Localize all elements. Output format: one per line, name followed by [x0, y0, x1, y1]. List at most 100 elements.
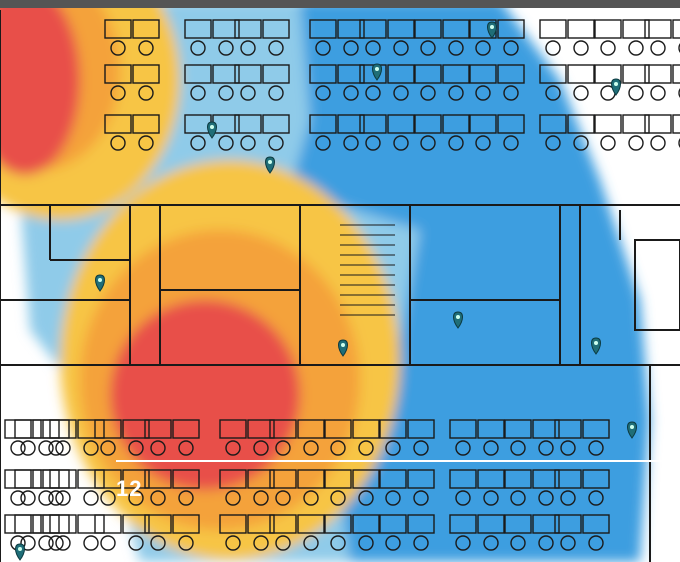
chair — [573, 85, 589, 101]
desk — [132, 19, 160, 39]
chair — [55, 535, 71, 551]
desk — [14, 514, 42, 534]
desk — [539, 19, 567, 39]
desk-cluster — [594, 64, 650, 101]
desk — [269, 469, 297, 489]
desk — [477, 469, 505, 489]
chair — [83, 440, 99, 456]
pin-shape — [95, 274, 105, 292]
chair — [448, 135, 464, 151]
desk-cluster — [359, 64, 415, 101]
desk-cluster — [4, 469, 60, 506]
chair — [100, 440, 116, 456]
desk-cluster — [94, 469, 150, 506]
chair — [600, 135, 616, 151]
desk — [622, 19, 650, 39]
pin-shape — [611, 78, 621, 96]
chair — [385, 490, 401, 506]
pin-dot — [210, 125, 214, 129]
desk — [104, 64, 132, 84]
desk — [14, 469, 42, 489]
chair — [545, 40, 561, 56]
zone-red-mid — [110, 300, 300, 490]
floor-plan-desks — [4, 19, 680, 551]
desk — [122, 469, 150, 489]
map-pin-icon — [487, 21, 497, 39]
chair — [510, 535, 526, 551]
desk — [49, 469, 77, 489]
chair — [503, 135, 519, 151]
chair — [393, 85, 409, 101]
desk — [269, 419, 297, 439]
desk-cluster — [554, 419, 610, 456]
desk — [247, 469, 275, 489]
desk — [407, 514, 435, 534]
chair — [560, 490, 576, 506]
desk — [172, 469, 200, 489]
desk — [297, 514, 325, 534]
desk-cluster — [449, 419, 505, 456]
chair — [420, 135, 436, 151]
desk — [539, 64, 567, 84]
chair — [315, 85, 331, 101]
chair — [475, 40, 491, 56]
chair — [138, 135, 154, 151]
desk — [504, 514, 532, 534]
chair — [268, 40, 284, 56]
desk — [407, 419, 435, 439]
chair — [650, 40, 666, 56]
desk-cluster — [184, 64, 240, 101]
desk — [504, 419, 532, 439]
chair — [20, 490, 36, 506]
map-pin-icon — [338, 339, 348, 357]
desk-cluster — [414, 64, 470, 101]
desk-cluster — [469, 64, 525, 101]
pin-dot — [341, 343, 345, 347]
desk — [309, 64, 337, 84]
desk — [567, 114, 595, 134]
desk — [469, 114, 497, 134]
desk-cluster — [324, 419, 380, 456]
chair — [268, 135, 284, 151]
chair — [10, 440, 26, 456]
desk — [184, 19, 212, 39]
desk — [387, 114, 415, 134]
desk — [414, 64, 442, 84]
desk — [414, 114, 442, 134]
desk — [622, 114, 650, 134]
chair — [560, 535, 576, 551]
pin-dot — [18, 547, 22, 551]
desk — [387, 19, 415, 39]
chair — [138, 40, 154, 56]
desk — [497, 114, 525, 134]
desk — [309, 114, 337, 134]
desk-cluster — [234, 114, 290, 151]
desk — [297, 469, 325, 489]
desk — [337, 64, 365, 84]
chair — [100, 490, 116, 506]
map-pin-icon — [627, 421, 637, 439]
desk — [247, 419, 275, 439]
chair — [55, 440, 71, 456]
chair — [48, 490, 64, 506]
pin-dot — [614, 82, 618, 86]
desk — [497, 64, 525, 84]
desk-cluster — [539, 19, 595, 56]
chair — [503, 85, 519, 101]
pin-dot — [456, 315, 460, 319]
desk — [644, 19, 672, 39]
desk — [212, 64, 240, 84]
chair — [225, 440, 241, 456]
chair — [365, 40, 381, 56]
desk — [414, 19, 442, 39]
chair — [678, 138, 680, 148]
chair — [240, 85, 256, 101]
top-strip — [0, 0, 680, 8]
desk — [532, 419, 560, 439]
desk — [594, 114, 622, 134]
pin-shape — [591, 337, 601, 355]
desk — [94, 419, 122, 439]
chair — [253, 535, 269, 551]
desk-cluster — [324, 514, 380, 551]
desk — [497, 19, 525, 39]
